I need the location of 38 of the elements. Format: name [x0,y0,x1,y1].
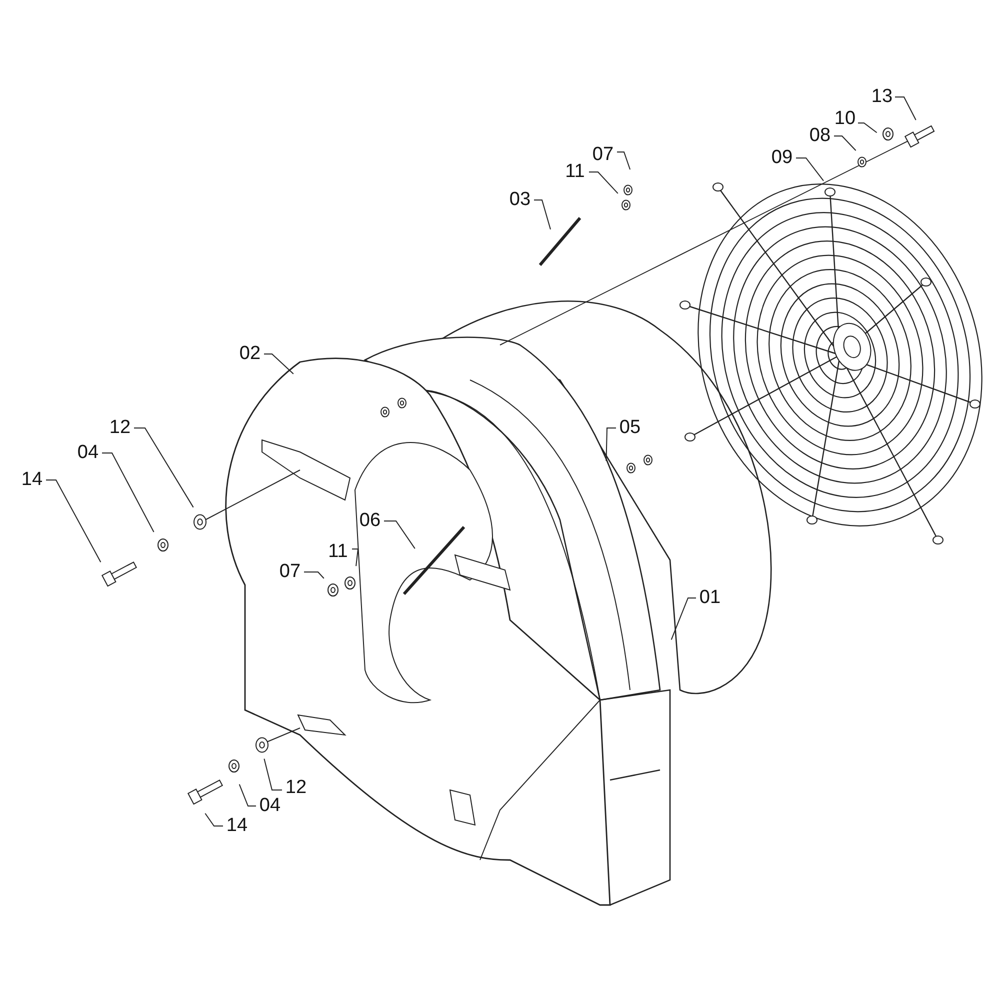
callout-number: 04 [259,796,281,816]
callout-number: 02 [239,344,261,364]
callout-number: 01 [699,588,721,608]
callout-number: 08 [809,126,831,146]
callout-number: 03 [509,190,531,210]
callout-number: 06 [359,511,381,531]
leader-line [534,200,551,230]
leader-line [834,136,856,151]
leader-line [384,520,416,550]
leader-line [588,172,618,194]
leader-line [264,354,294,374]
callout-number: 07 [592,145,614,165]
leader-line [46,480,102,563]
leader-line [858,122,878,134]
callout-number: 04 [77,443,99,463]
callout-number: 12 [285,778,307,798]
callout-number: 11 [328,542,348,562]
leader-line [796,158,824,182]
callout-number: 13 [871,87,893,107]
leader-line [264,758,282,790]
callout-number: 11 [565,162,585,182]
callout-number: 12 [109,418,131,438]
leader-line [102,452,154,533]
leader-line [304,572,324,579]
leader-line [670,598,696,640]
leader-line [606,428,616,462]
callout-number: 07 [279,562,301,582]
callout-number: 14 [226,816,248,836]
leader-line [616,152,631,170]
leader-line [352,548,359,567]
leader-line [134,428,194,508]
leader-line [238,784,256,806]
callout-number: 10 [834,109,856,129]
callout-number: 14 [21,470,43,490]
callout-number: 09 [771,148,793,168]
callout-number: 05 [619,418,641,438]
leader-line [204,812,224,826]
leader-line [894,96,916,120]
